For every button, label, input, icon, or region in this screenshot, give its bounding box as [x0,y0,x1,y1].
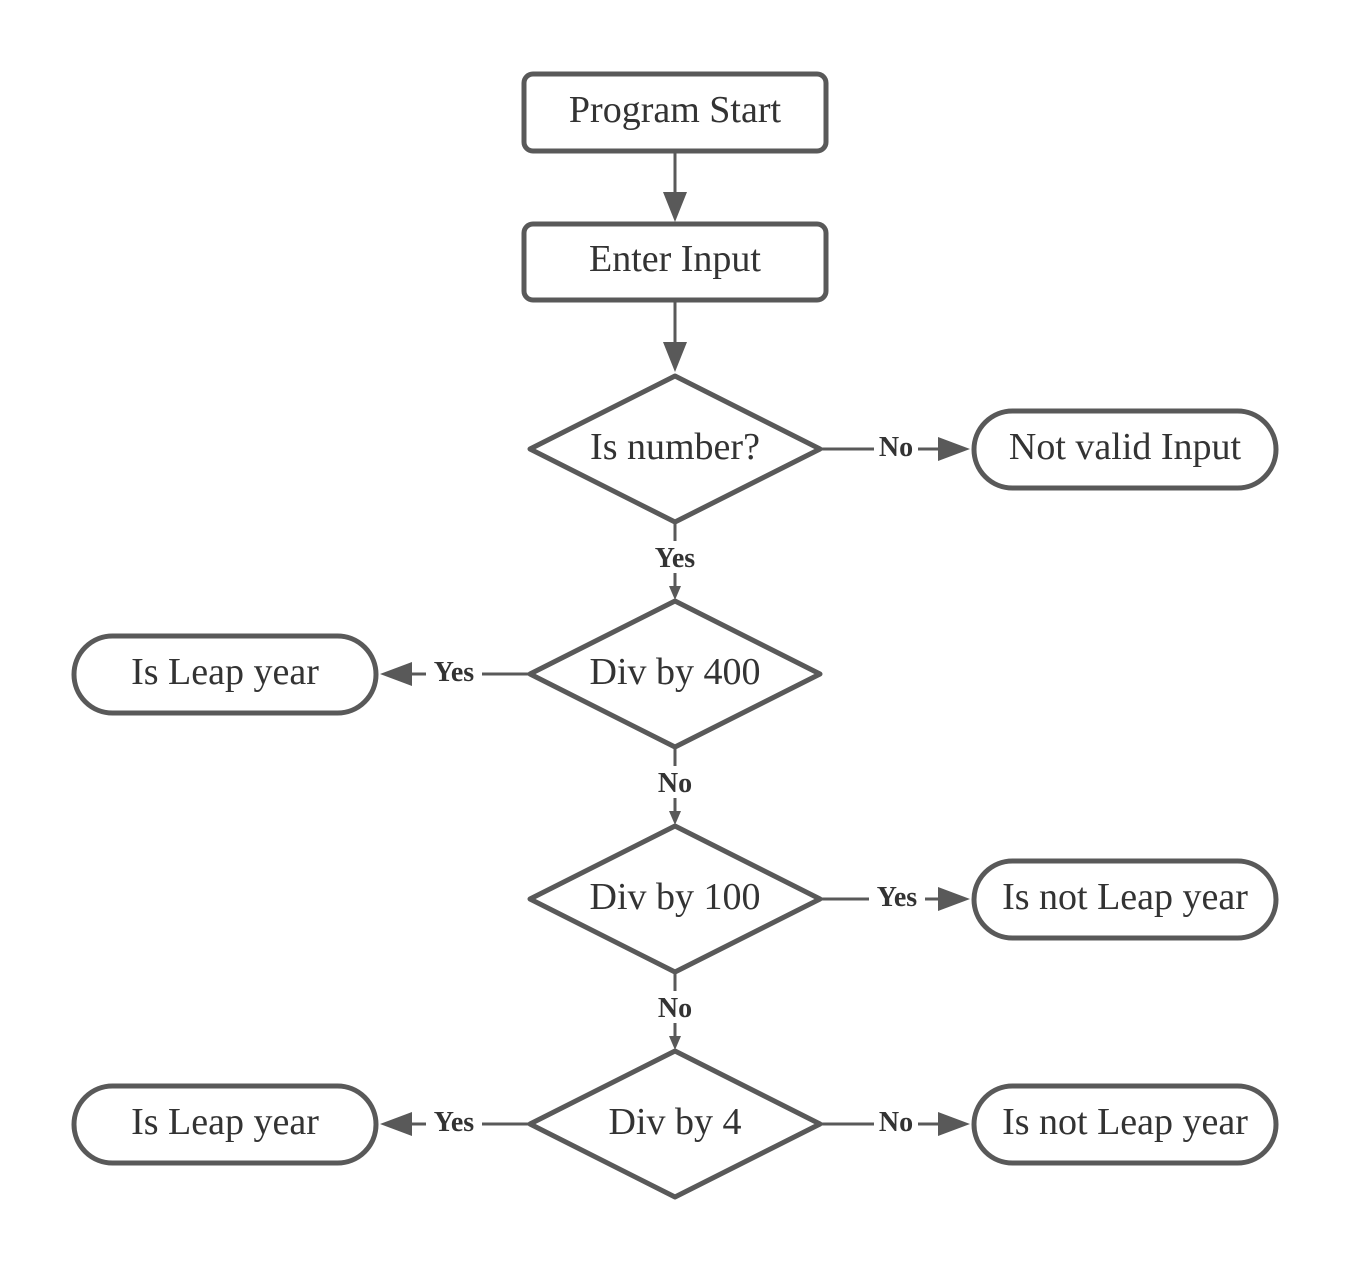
edge-div100-no: No [650,972,700,1050]
node-div-by-4-label: Div by 4 [609,1101,742,1143]
edge-div100-yes: Yes [820,882,970,913]
edge-label-div100-yes: Yes [877,882,918,913]
node-is-leap-year-1: Is Leap year [71,633,379,716]
edge-is-number-yes: Yes [648,522,702,600]
edge-label-is-number-yes: Yes [655,543,696,574]
node-not-valid-input-label: Not valid Input [1009,426,1242,468]
node-is-leap-year-2-label: Is Leap year [131,1101,319,1143]
node-div-by-100-label: Div by 100 [590,876,761,918]
node-is-not-leap-year-2: Is not Leap year [971,1083,1279,1166]
edge-label-div4-yes: Yes [434,1107,475,1138]
node-not-valid-input: Not valid Input [971,408,1279,491]
edge-div400-yes: Yes [380,657,530,688]
node-is-leap-year-1-label: Is Leap year [131,651,319,693]
node-is-not-leap-year-2-label: Is not Leap year [1002,1101,1248,1143]
node-is-number: Is number? [527,373,823,525]
node-is-not-leap-year-1: Is not Leap year [971,858,1279,941]
edge-div400-no: No [650,747,700,825]
edge-label-is-number-no: No [879,432,913,463]
node-enter-input-label: Enter Input [589,238,761,280]
node-div-by-100: Div by 100 [527,823,823,975]
edge-div4-no: No [820,1107,970,1138]
edge-label-div100-no: No [658,993,692,1024]
node-program-start: Program Start [521,71,829,154]
node-div-by-400-label: Div by 400 [590,651,761,693]
edge-label-div4-no: No [879,1107,913,1138]
node-div-by-4: Div by 4 [527,1048,823,1200]
edge-start-to-input [663,152,687,222]
node-is-number-label: Is number? [590,426,760,468]
edge-div4-yes: Yes [380,1107,530,1138]
node-is-leap-year-2: Is Leap year [71,1083,379,1166]
edge-input-to-is-number [663,300,687,372]
edge-is-number-no: No [820,432,970,463]
edge-label-div400-no: No [658,768,692,799]
node-div-by-400: Div by 400 [527,598,823,750]
node-is-not-leap-year-1-label: Is not Leap year [1002,876,1248,918]
edge-label-div400-yes: Yes [434,657,475,688]
node-enter-input: Enter Input [521,221,829,303]
node-program-start-label: Program Start [569,89,782,131]
